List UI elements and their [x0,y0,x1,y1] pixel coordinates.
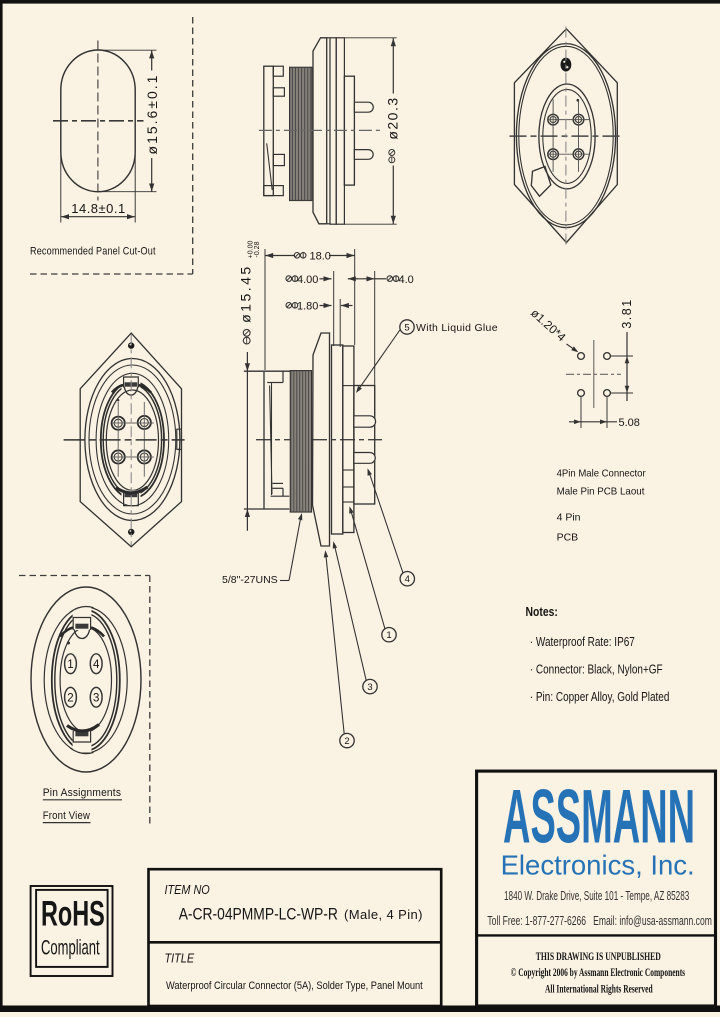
svg-text:ITEM NO: ITEM NO [165,883,210,897]
svg-text:ø20.3: ø20.3 [385,96,401,139]
svg-text:Compliant: Compliant [41,935,100,959]
svg-text:Male Pin PCB Laout: Male Pin PCB Laout [557,486,645,497]
svg-text:Toll Free: 1-877-277-6266 Em: Toll Free: 1-877-277-6266 Email: info@us… [487,914,711,928]
svg-text:3: 3 [367,682,372,693]
svg-text:TITLE: TITLE [165,952,195,966]
svg-text:4: 4 [93,659,100,671]
svg-text:14.8±0.1: 14.8±0.1 [71,201,126,216]
svg-text:ASSMANN: ASSMANN [503,774,695,859]
svg-text:· Connector: Black, Nylon+GF: · Connector: Black, Nylon+GF [530,663,663,676]
svg-text:4Pin Male Connector: 4Pin Male Connector [557,468,647,480]
svg-text:-0.28: -0.28 [254,241,261,257]
svg-text:Front View: Front View [43,810,91,822]
svg-text:© Copyright 2006 by Assmann El: © Copyright 2006 by Assmann Electronic C… [511,967,685,980]
svg-text:All International Rights Reser: All International Rights Reserved [545,983,653,996]
svg-text:Pin Assignments: Pin Assignments [43,787,121,799]
svg-text:18.0: 18.0 [310,251,331,263]
svg-text:ø15.45: ø15.45 [238,264,254,323]
svg-text:4.00: 4.00 [297,274,318,286]
svg-text:A-CR-04PMMP-LC-WP-R: A-CR-04PMMP-LC-WP-R [179,905,338,923]
svg-text:· Waterproof Rate: IP67: · Waterproof Rate: IP67 [530,636,635,649]
svg-text:1840 W. Drake Drive, Suite 101: 1840 W. Drake Drive, Suite 101 - Tempe, … [504,889,689,903]
svg-text:· Pin: Copper Alloy, Gold Plat: · Pin: Copper Alloy, Gold Plated [530,691,670,704]
svg-text:5/8"-27UNS: 5/8"-27UNS [222,574,278,586]
svg-text:PCB: PCB [557,532,579,544]
svg-text:4: 4 [405,574,410,585]
svg-text:2: 2 [344,736,349,747]
svg-text:ø15.6±0.1: ø15.6±0.1 [144,74,160,155]
svg-text:1.80: 1.80 [297,301,318,313]
svg-text:Electronics, Inc.: Electronics, Inc. [501,850,695,881]
svg-text:4 Pin: 4 Pin [557,512,581,524]
svg-text:THIS DRAWING IS UNPUBLISHED: THIS DRAWING IS UNPUBLISHED [536,951,661,964]
svg-text:3: 3 [93,693,99,705]
svg-text:Recommended Panel Cut-Out: Recommended Panel Cut-Out [30,246,156,258]
svg-text:With Liquid Glue: With Liquid Glue [416,322,498,334]
svg-text:Waterproof Circular Connector: Waterproof Circular Connector (5A), Sold… [166,980,423,992]
svg-text:+0.00: +0.00 [248,241,255,259]
svg-text:3.81: 3.81 [620,298,634,328]
svg-text:5: 5 [404,322,409,333]
svg-text:2: 2 [67,693,73,705]
svg-text:4.0: 4.0 [399,274,414,286]
svg-text:5.08: 5.08 [619,417,640,429]
svg-text:1: 1 [386,630,391,641]
svg-text:Notes:: Notes: [526,605,558,619]
svg-text:(Male, 4 Pin): (Male, 4 Pin) [344,907,423,922]
svg-text:RoHS: RoHS [41,895,105,934]
svg-text:1: 1 [67,659,73,671]
